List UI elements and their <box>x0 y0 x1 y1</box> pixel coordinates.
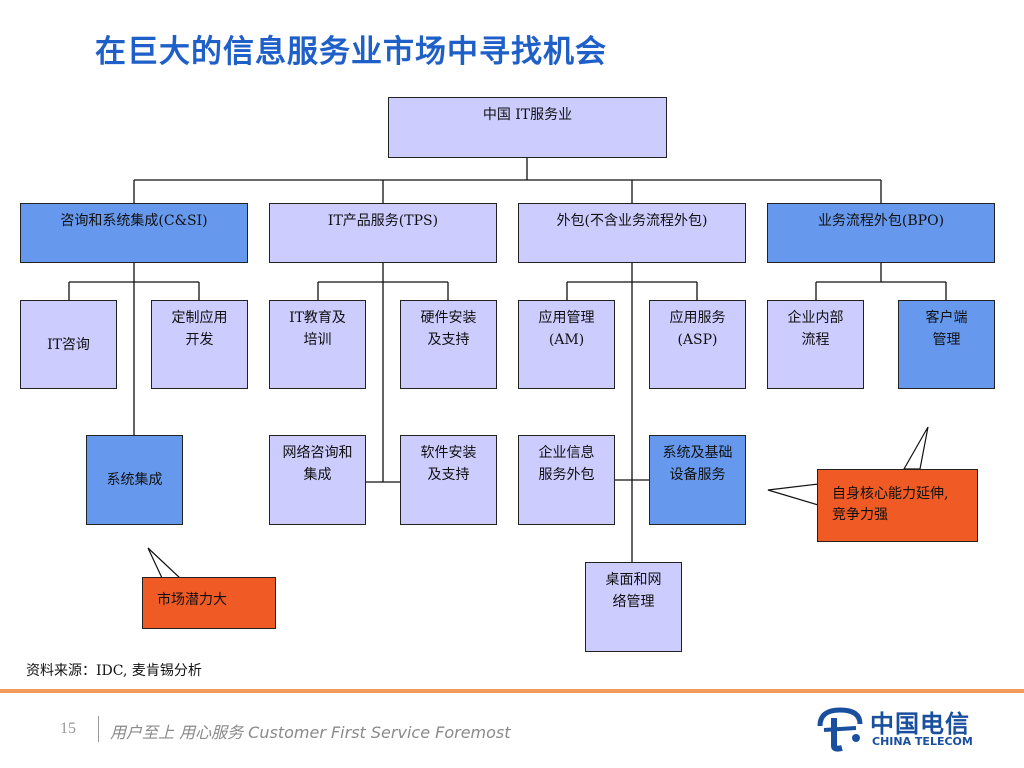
source-note: 资料来源：IDC, 麦肯锡分析 <box>26 663 202 679</box>
node-enterprise-info-outsourcing: 企业信息 服务外包 <box>518 435 615 525</box>
callout-pointer-capability-left <box>767 483 819 506</box>
callout-pointer-market <box>147 547 182 579</box>
callout-pointer-capability-top <box>902 426 929 470</box>
category-bpo: 业务流程外包(BPO) <box>767 203 995 263</box>
logo-english-text: CHINA TELECOM <box>872 735 973 748</box>
logo-chinese-text: 中国电信 <box>870 710 970 738</box>
node-client-management: 客户端 管理 <box>898 300 995 389</box>
node-custom-app-dev: 定制应用 开发 <box>151 300 248 389</box>
category-csi: 咨询和系统集成(C&SI) <box>20 203 248 263</box>
node-app-service: 应用服务 (ASP) <box>649 300 746 389</box>
node-internal-process: 企业内部 流程 <box>767 300 864 389</box>
node-infrastructure-services: 系统及基础 设备服务 <box>649 435 746 525</box>
node-desktop-network-mgmt: 桌面和网 络管理 <box>585 562 682 652</box>
footer-separator <box>98 716 99 742</box>
node-hardware-support: 硬件安装 及支持 <box>400 300 497 389</box>
category-outsourcing: 外包(不含业务流程外包) <box>518 203 746 263</box>
root-node: 中国 IT服务业 <box>388 97 667 158</box>
node-app-management: 应用管理 (AM) <box>518 300 615 389</box>
telecom-emblem-icon <box>817 707 863 752</box>
china-telecom-logo: 中国电信 CHINA TELECOM <box>812 702 1002 752</box>
footer-divider <box>0 689 1024 693</box>
node-it-education: IT教育及 培训 <box>269 300 366 389</box>
node-network-consulting: 网络咨询和 集成 <box>269 435 366 525</box>
callout-core-capability: 自身核心能力延伸, 竞争力强 <box>817 469 978 542</box>
node-system-integration: 系统集成 <box>86 435 183 525</box>
category-tps: IT产品服务(TPS) <box>269 203 497 263</box>
page-number: 15 <box>60 720 76 737</box>
page-title: 在巨大的信息服务业市场中寻找机会 <box>95 34 607 70</box>
footer-slogan: 用户至上 用心服务 Customer First Service Foremos… <box>110 723 511 742</box>
node-it-consulting: IT咨询 <box>20 300 117 389</box>
callout-market-potential: 市场潜力大 <box>142 577 276 629</box>
node-software-support: 软件安装 及支持 <box>400 435 497 525</box>
